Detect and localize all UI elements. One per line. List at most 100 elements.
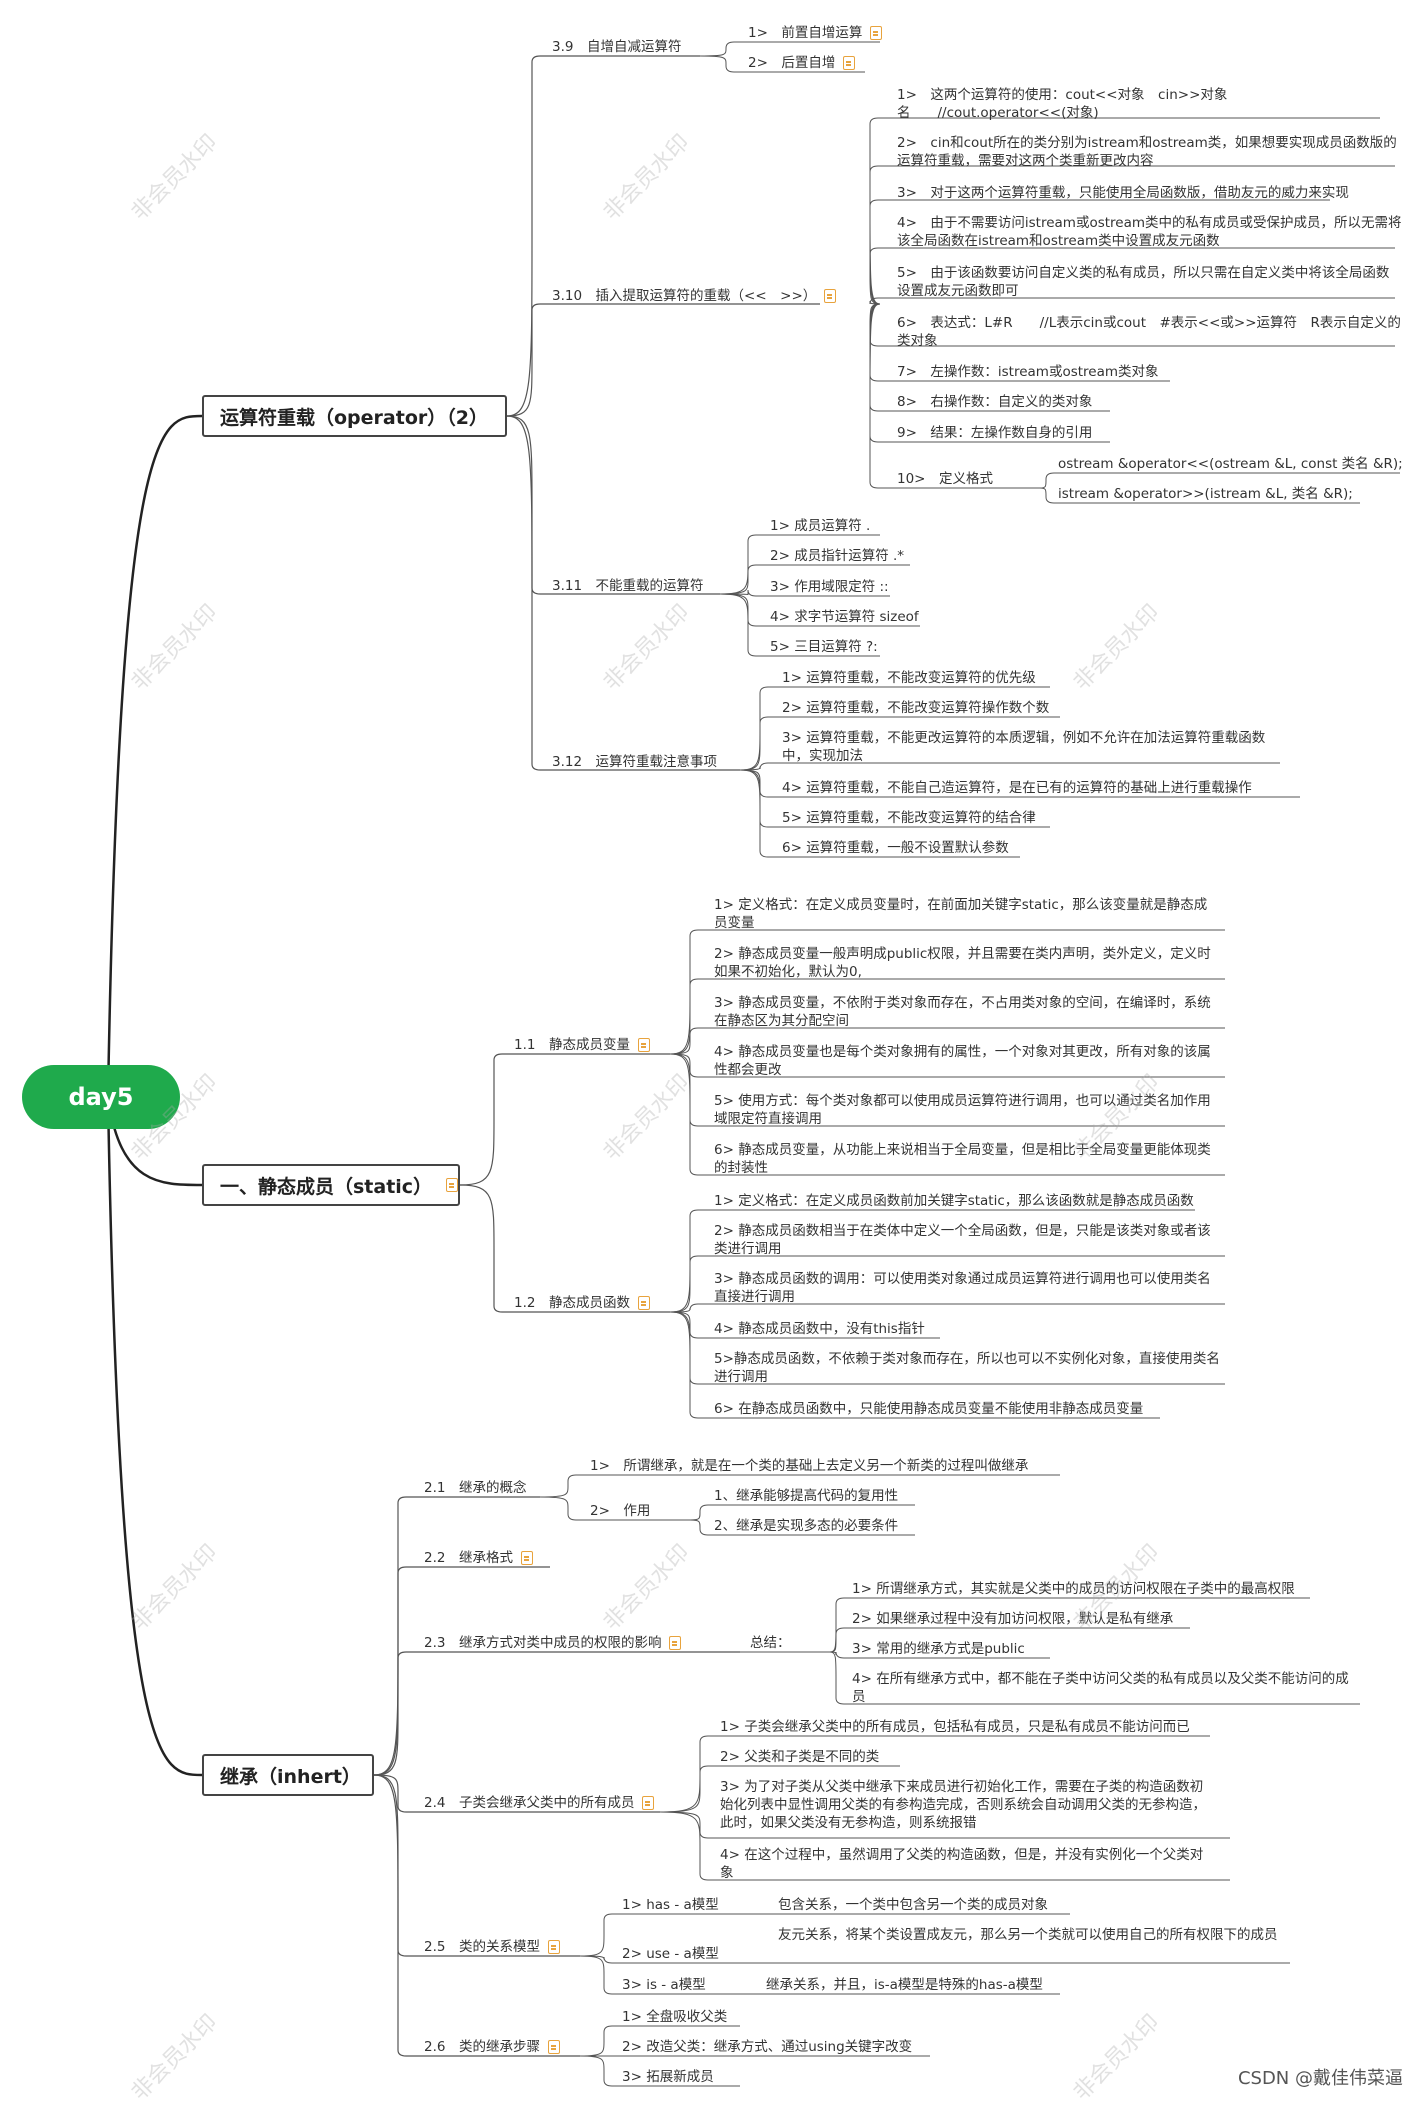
leaf-3-10-6[interactable]: 6> 表达式：L#R //L表示cin或cout #表示<<或>>运算符 R表示… [897,315,1401,349]
node-2-5-2[interactable]: 2> use - a模型 [622,1946,719,1962]
leaf-2-4-3[interactable]: 3> 为了对子类从父类中继承下来成员进行初始化工作，需要在子类的构造函数初始化列… [720,1779,1206,1831]
leaf-3-12-2[interactable]: 2> 运算符重载，不能改变运算符操作数个数 [782,700,1050,716]
node-2-3[interactable]: 2.3 继承方式对类中成员的权限的影响 [424,1634,682,1652]
note-icon[interactable] [642,1796,655,1810]
leaf-3-10-8[interactable]: 8> 右操作数：自定义的类对象 [897,394,1093,410]
leaf-1-2-2[interactable]: 2> 静态成员函数相当于在类体中定义一个全局函数，但是，只能是该类对象或者该类进… [714,1223,1211,1257]
watermark: 非会员水印 [599,1070,695,1166]
note-icon[interactable] [870,26,883,40]
branch-inheritance[interactable]: 继承（inhert） [202,1754,374,1796]
node-3-11[interactable]: 3.11 不能重载的运算符 [552,578,704,594]
node-3-10-10[interactable]: 10> 定义格式 [897,471,993,487]
branch-static-members[interactable]: 一、静态成员（static） [202,1164,460,1206]
footer-credit: CSDN @戴佳伟菜逼 [1237,2068,1403,2089]
leaf-1-2-5[interactable]: 5>静态成员函数，不依赖于类对象而存在，所以也可以不实例化对象，直接使用类名进行… [714,1351,1220,1385]
note-icon[interactable] [547,1940,560,1954]
leaf-2-4-2[interactable]: 2> 父类和子类是不同的类 [720,1749,880,1765]
leaf-3-12-4[interactable]: 4> 运算符重载，不能自己造运算符，是在已有的运算符的基础上进行重载操作 [782,780,1252,796]
leaf-3-11-1[interactable]: 1> 成员运算符 . [770,518,871,534]
leaf-1-1-3[interactable]: 3> 静态成员变量，不依附于类对象而存在，不占用类对象的空间，在编译时，系统在静… [714,995,1211,1029]
leaf-1-1-6[interactable]: 6> 静态成员变量，从功能上来说相当于全局变量，但是相比于全局变量更能体现类的封… [714,1142,1211,1176]
leaf-3-12-6[interactable]: 6> 运算符重载，一般不设置默认参数 [782,840,1009,856]
leaf-1-2-1[interactable]: 1> 定义格式：在定义成员函数前加关键字static，那么该函数就是静态成员函数 [714,1193,1194,1209]
node-1-1[interactable]: 1.1 静态成员变量 [514,1036,650,1054]
leaf-2-4-1[interactable]: 1> 子类会继承父类中的所有成员，包括私有成员，只是私有成员不能访问而已 [720,1719,1190,1735]
note-icon[interactable] [637,1038,650,1052]
leaf-1-2-3[interactable]: 3> 静态成员函数的调用：可以使用类对象通过成员运算符进行调用也可以使用类名直接… [714,1271,1211,1305]
node-2-2[interactable]: 2.2 继承格式 [424,1549,533,1567]
leaf-2-1-2-b[interactable]: 2、继承是实现多态的必要条件 [714,1518,899,1534]
connector-line [373,1774,580,2057]
leaf-2-1-1[interactable]: 1> 所谓继承，就是在一个类的基础上去定义另一个新类的过程叫做继承 [590,1458,1029,1474]
branch-operator-overload[interactable]: 运算符重载（operator）（2） [202,395,507,437]
node-3-10[interactable]: 3.10 插入提取运算符的重载（<< >>） [552,287,837,305]
leaf-1-1-1[interactable]: 1> 定义格式：在定义成员变量时，在前面加关键字static，那么该变量就是静态… [714,897,1208,931]
leaf-2-5-3[interactable]: 继承关系，并且，is-a模型是特殊的has-a模型 [766,1977,1043,1993]
leaf-1-1-5[interactable]: 5> 使用方式：每个类对象都可以使用成员运算符进行调用，也可以通过类名加作用域限… [714,1093,1211,1127]
leaf-3-11-4[interactable]: 4> 求字节运算符 sizeof [770,609,919,625]
leaf-3-10-5[interactable]: 5> 由于该函数要访问自定义类的私有成员，所以只需在自定义类中将该全局函数设置成… [897,265,1390,299]
note-icon[interactable] [520,1551,533,1565]
connector-line [373,1651,740,1776]
leaf-3-9-1[interactable]: 1> 前置自增运算 [748,24,883,42]
leaf-3-10-3[interactable]: 3> 对于这两个运算符重载，只能使用全局函数版，借助友元的威力来实现 [897,185,1349,201]
leaf-3-10-4[interactable]: 4> 由于不需要访问istream或ostream类中的私有成员或受保护成员，所… [897,215,1402,249]
branch-title: 继承（inhert） [220,1765,361,1788]
leaf-2-3-3[interactable]: 3> 常用的继承方式是public [852,1641,1025,1657]
note-icon[interactable] [637,1296,650,1310]
node-2-1-2[interactable]: 2> 作用 [590,1503,651,1519]
connector-line [106,414,203,1098]
leaf-3-10-10-a[interactable]: ostream &operator<<(ostream &L, const 类名… [1058,456,1403,472]
watermark: 非会员水印 [127,1540,223,1636]
leaf-3-10-7[interactable]: 7> 左操作数：istream或ostream类对象 [897,364,1159,380]
watermark: 非会员水印 [127,600,223,696]
note-icon[interactable] [843,56,856,70]
root-node-day5[interactable]: day5 [22,1065,180,1129]
node-2-1[interactable]: 2.1 继承的概念 [424,1480,527,1496]
watermark: 非会员水印 [1069,2010,1165,2106]
leaf-1-2-6[interactable]: 6> 在静态成员函数中，只能使用静态成员变量不能使用非静态成员变量 [714,1401,1144,1417]
leaf-3-11-2[interactable]: 2> 成员指针运算符 .* [770,548,905,564]
leaf-3-11-3[interactable]: 3> 作用域限定符 :: [770,579,889,595]
leaf-3-12-1[interactable]: 1> 运算符重载，不能改变运算符的优先级 [782,670,1036,686]
node-2-4[interactable]: 2.4 子类会继承父类中的所有成员 [424,1794,655,1812]
leaf-3-12-3[interactable]: 3> 运算符重载，不能更改运算符的本质逻辑，例如不允许在加法运算符重载函数中，实… [782,730,1266,764]
leaf-1-1-4[interactable]: 4> 静态成员变量也是每个类对象拥有的属性，一个对象对其更改，所有对象的该属性都… [714,1044,1211,1078]
leaf-2-4-4[interactable]: 4> 在这个过程中，虽然调用了父类的构造函数，但是，并没有实例化一个父类对象 [720,1847,1204,1881]
connector-line [373,1566,550,1776]
leaf-3-10-10-b[interactable]: istream &operator>>(istream &L, 类名 &R); [1058,486,1353,502]
leaf-2-5-1[interactable]: 包含关系，一个类中包含另一个类的成员对象 [778,1897,1048,1913]
node-2-5-3[interactable]: 3> is - a模型 [622,1977,706,1993]
note-icon[interactable] [547,2040,560,2054]
leaf-3-9-2[interactable]: 2> 后置自增 [748,54,856,72]
connector-line [506,415,720,595]
leaf-1-1-2[interactable]: 2> 静态成员变量一般声明成public权限，并且需要在类内声明，类外定义，定义… [714,946,1211,980]
node-3-12[interactable]: 3.12 运算符重载注意事项 [552,754,718,770]
leaf-2-6-1[interactable]: 1> 全盘吸收父类 [622,2009,728,2025]
note-icon[interactable] [824,289,837,303]
node-2-3-summary[interactable]: 总结： [750,1635,791,1651]
leaf-2-6-2[interactable]: 2> 改造父类：继承方式、通过using关键字改变 [622,2039,913,2055]
leaf-2-3-4[interactable]: 4> 在所有继承方式中，都不能在子类中访问父类的私有成员以及父类不能访问的成员 [852,1671,1349,1705]
leaf-2-5-2[interactable]: 友元关系，将某个类设置成友元，那么另一个类就可以使用自己的所有权限下的成员 [778,1927,1278,1943]
node-2-5[interactable]: 2.5 类的关系模型 [424,1938,560,1956]
leaf-2-1-2-a[interactable]: 1、继承能够提高代码的复用性 [714,1488,899,1504]
node-2-5-1[interactable]: 1> has - a模型 [622,1897,719,1913]
connector-line [506,55,700,417]
note-icon[interactable] [669,1636,682,1650]
leaf-3-10-9[interactable]: 9> 结果：左操作数自身的引用 [897,425,1093,441]
node-3-9[interactable]: 3.9 自增自减运算符 [552,39,682,55]
leaf-2-6-3[interactable]: 3> 拓展新成员 [622,2069,714,2085]
leaf-1-2-4[interactable]: 4> 静态成员函数中，没有this指针 [714,1321,925,1337]
note-icon[interactable] [446,1178,458,1192]
leaf-3-10-2[interactable]: 2> cin和cout所在的类分别为istream和ostream类，如果想要实… [897,135,1397,169]
watermark: 非会员水印 [599,600,695,696]
node-2-6[interactable]: 2.6 类的继承步骤 [424,2038,560,2056]
leaf-3-12-5[interactable]: 5> 运算符重载，不能改变运算符的结合律 [782,810,1036,826]
watermark: 非会员水印 [599,1540,695,1636]
leaf-3-10-1[interactable]: 1> 这两个运算符的使用：cout<<对象 cin>>对象名 //cout.op… [897,87,1228,121]
leaf-2-3-2[interactable]: 2> 如果继承过程中没有加访问权限，默认是私有继承 [852,1611,1174,1627]
leaf-2-3-1[interactable]: 1> 所谓继承方式，其实就是父类中的成员的访问权限在子类中的最高权限 [852,1581,1295,1597]
leaf-3-11-5[interactable]: 5> 三目运算符 ?: [770,639,878,655]
node-1-2[interactable]: 1.2 静态成员函数 [514,1294,650,1312]
